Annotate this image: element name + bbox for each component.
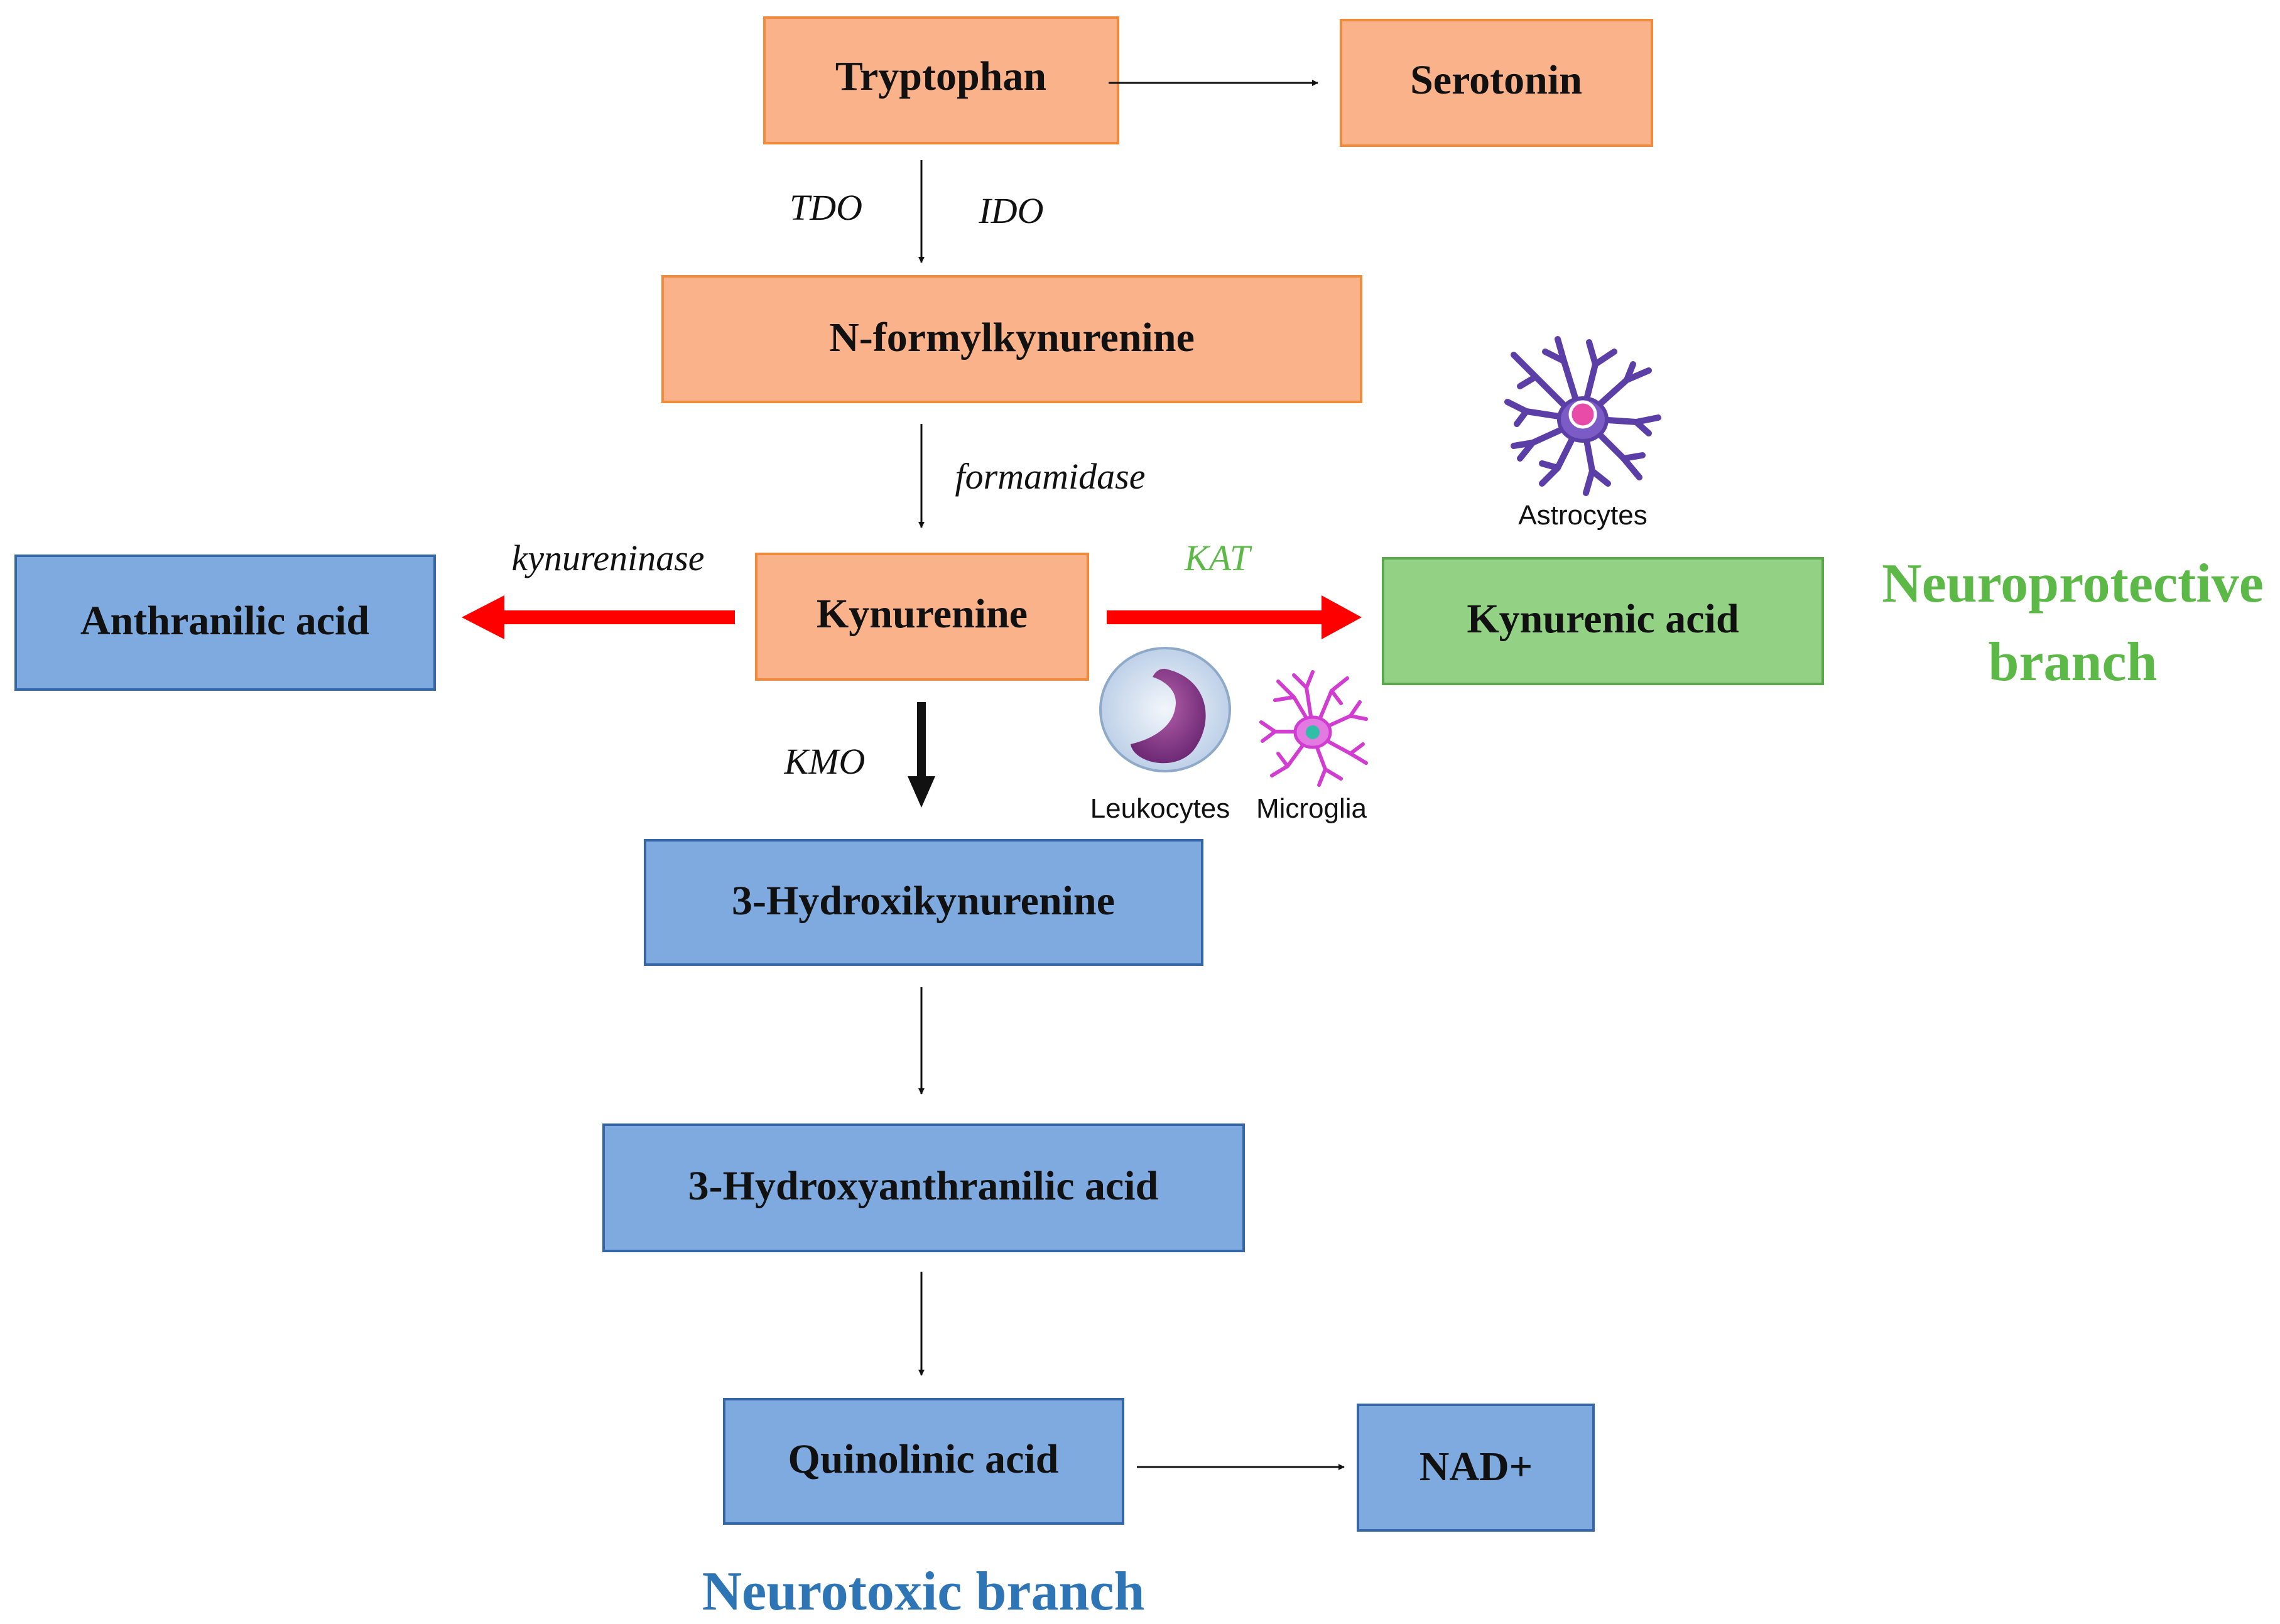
neuroprotective-branch-label-line2: branch <box>1989 632 2158 693</box>
node-3-hydroxikynurenine: 3-Hydroxikynurenine <box>644 839 1203 966</box>
node-serotonin: Serotonin <box>1340 19 1653 147</box>
leukocytes-label: Leukocytes <box>1090 793 1230 824</box>
leukocyte-icon <box>1099 647 1231 772</box>
node-anthranilic-acid: Anthranilic acid <box>14 555 436 691</box>
enzyme-kmo-label: KMO <box>784 741 866 782</box>
enzyme-kynureninase-label: kynureninase <box>511 538 704 578</box>
arrow-kynurenine-to-anthranilic-acid <box>462 595 735 639</box>
microglia-label: Microglia <box>1256 793 1367 824</box>
astrocyte-icon <box>1504 336 1661 496</box>
node-kynurenine-label: Kynurenine <box>817 591 1028 637</box>
node-n-formylkynurenine: N-formylkynurenine <box>661 275 1362 403</box>
node-tryptophan-label: Tryptophan <box>835 53 1046 99</box>
node-n-formylkynurenine-label: N-formylkynurenine <box>829 315 1195 360</box>
node-3-hydroxyanthranilic-acid-label: 3-Hydroxyanthranilic acid <box>688 1163 1159 1209</box>
arrow-kynurenine-to-3-hydroxikynurenine <box>908 702 935 808</box>
node-nad-label: NAD+ <box>1420 1444 1533 1490</box>
enzyme-formamidase-label: formamidase <box>955 456 1146 497</box>
arrow-kynurenine-to-kynurenic-acid <box>1107 595 1362 639</box>
node-tryptophan: Tryptophan <box>763 16 1119 144</box>
node-kynurenine: Kynurenine <box>755 553 1089 681</box>
node-anthranilic-acid-label: Anthranilic acid <box>80 598 369 644</box>
microglia-icon <box>1259 670 1368 787</box>
neuroprotective-branch-label-line1: Neuroprotective <box>1882 553 2264 614</box>
node-nad: NAD+ <box>1357 1404 1595 1532</box>
enzyme-ido-label: IDO <box>978 190 1043 231</box>
node-quinolinic-acid-label: Quinolinic acid <box>788 1436 1059 1482</box>
node-3-hydroxikynurenine-label: 3-Hydroxikynurenine <box>732 878 1115 924</box>
node-quinolinic-acid: Quinolinic acid <box>723 1398 1124 1525</box>
node-3-hydroxyanthranilic-acid: 3-Hydroxyanthranilic acid <box>602 1123 1245 1252</box>
neurotoxic-branch-label: Neurotoxic branch <box>702 1561 1145 1622</box>
node-kynurenic-acid-label: Kynurenic acid <box>1467 596 1739 642</box>
enzyme-tdo-label: TDO <box>790 187 862 228</box>
astrocytes-label: Astrocytes <box>1518 500 1647 531</box>
node-serotonin-label: Serotonin <box>1410 57 1582 103</box>
node-kynurenic-acid: Kynurenic acid <box>1382 557 1824 685</box>
enzyme-kat-label: KAT <box>1184 538 1252 578</box>
